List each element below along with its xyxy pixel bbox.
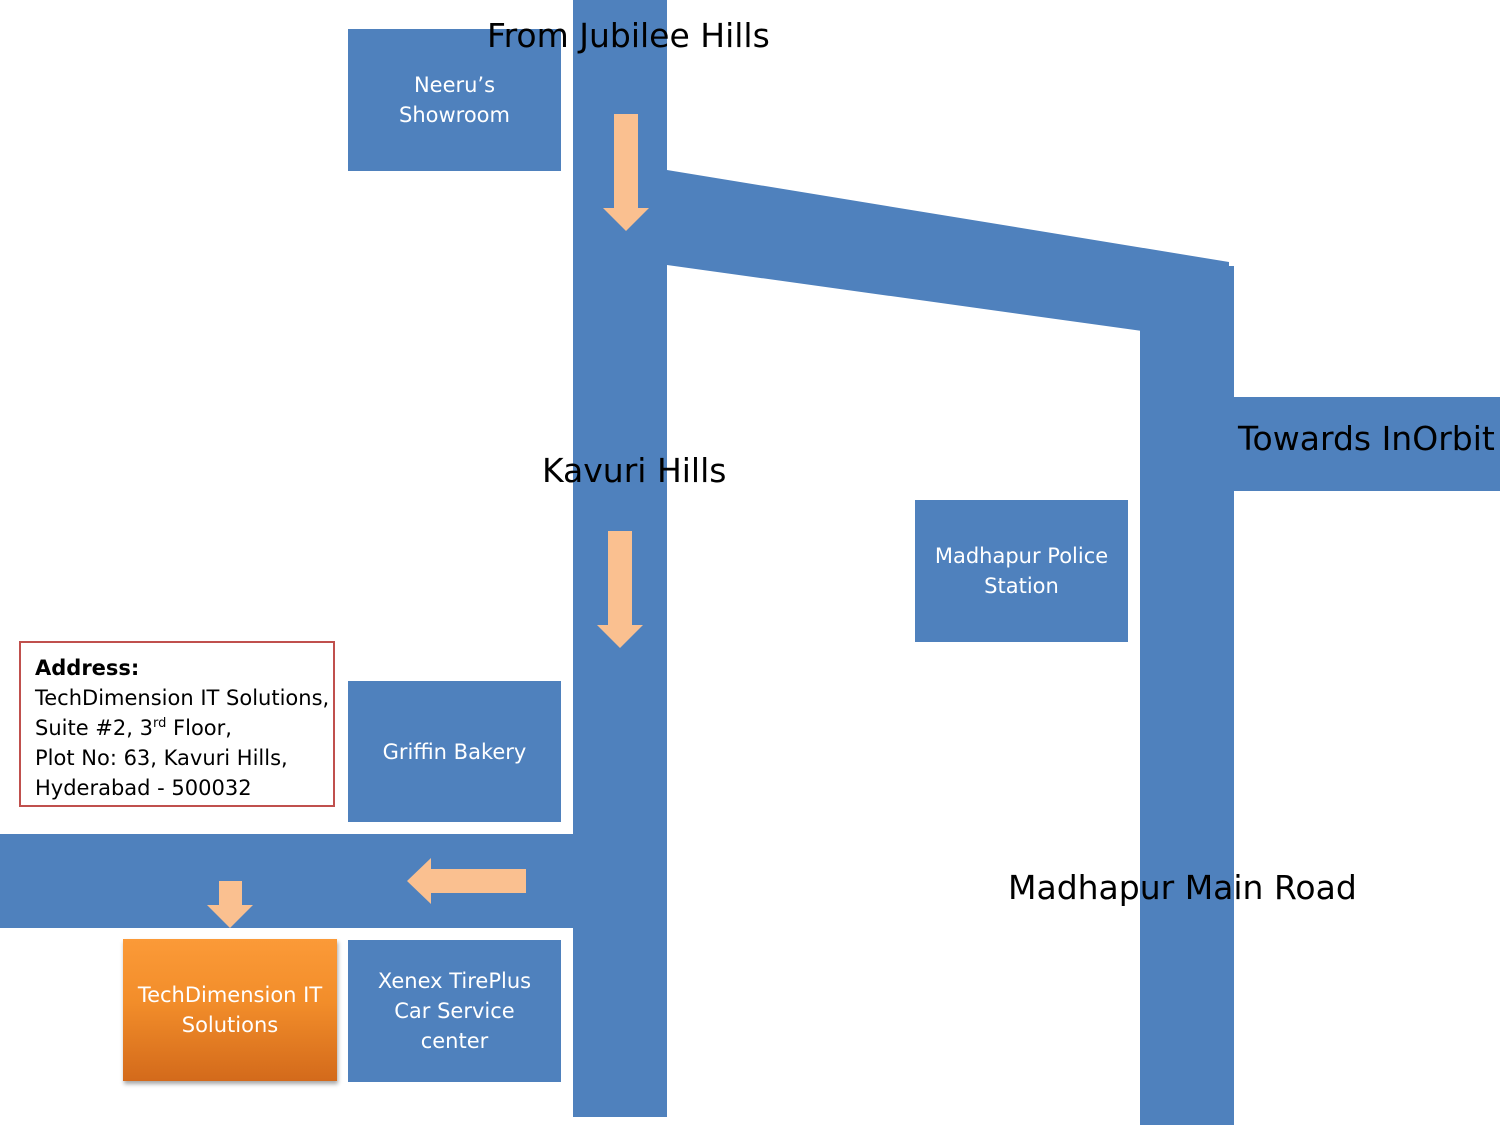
address-line: TechDimension IT Solutions, [35,686,330,710]
madhapur-main-road [1140,266,1234,1125]
landmark-label: Neeru’s Showroom [399,73,510,127]
address-line: Hyderabad - 500032 [35,776,252,800]
address-line: Plot No: 63, Kavuri Hills, [35,746,288,770]
destination-label: TechDimension IT Solutions [137,983,323,1037]
label-kavuri-hills: Kavuri Hills [542,451,727,490]
landmark-madhapur-police-station: Madhapur Police Station [915,500,1128,642]
label-madhapur-main-road: Madhapur Main Road [1008,868,1357,907]
arrow-left-icon [407,858,526,904]
label-from-jubilee-hills: From Jubilee Hills [487,16,770,55]
inorbit-road [1234,397,1500,491]
arrow-down-icon [597,531,643,648]
destination-techdimension: TechDimension IT Solutions [123,939,337,1081]
landmark-label: Xenex TirePlus Car Service center [377,969,532,1053]
landmark-xenex-service-center: Xenex TirePlus Car Service center [348,940,561,1082]
landmark-label: Griffin Bakery [382,739,527,764]
address-box: Address: TechDimension IT Solutions, Sui… [19,641,335,807]
label-towards-inorbit: Towards InOrbit [1238,419,1495,458]
arrow-down-icon [603,114,649,231]
arrow-down-icon [207,881,253,928]
address-line: Suite #2, 3rd Floor, [35,716,232,740]
address-heading: Address: [35,656,140,680]
landmark-label: Madhapur Police Station [934,544,1109,598]
landmark-griffin-bakery: Griffin Bakery [348,681,561,822]
landmark-neerus-showroom: Neeru’s Showroom [348,29,561,171]
